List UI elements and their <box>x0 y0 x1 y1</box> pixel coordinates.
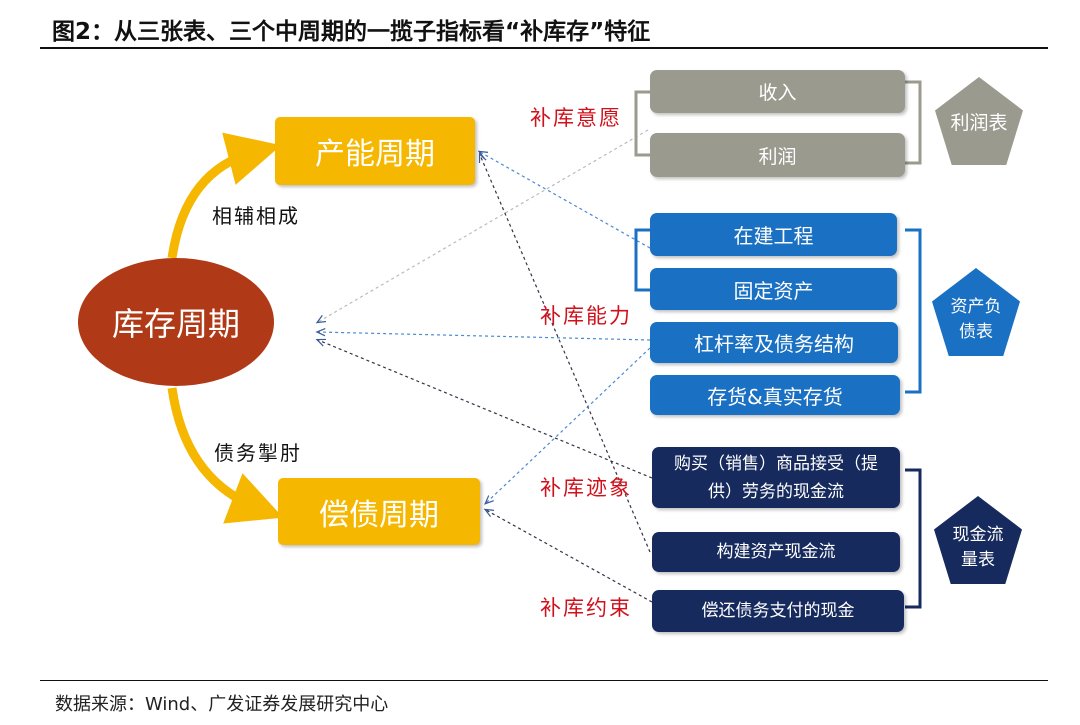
upper-arrow <box>167 132 282 259</box>
signal-evidence: 补库迹象 <box>540 476 632 500</box>
relation-upper: 相辅相成 <box>212 204 300 228</box>
balance-left-bracket <box>634 228 650 292</box>
dash-line <box>486 347 651 503</box>
cashflow-statement-pentagon: 现金流量表 <box>934 496 1022 584</box>
dash-line <box>480 152 651 249</box>
income-statement-label: 利润表 <box>950 111 1008 134</box>
cashflow-statement-label: 现金流量表 <box>952 525 1004 570</box>
inventory-cycle-node: 库存周期 <box>78 258 274 386</box>
dash-line <box>318 340 653 479</box>
capacity-cycle-node: 产能周期 <box>275 117 475 185</box>
cashflow-item: 购买（销售）商品接受（提供）劳务的现金流 <box>652 447 900 508</box>
balance-item: 杠杆率及债务结构 <box>650 322 898 363</box>
signal-willingness: 补库意愿 <box>530 106 622 130</box>
balance-item: 存货&真实存货 <box>650 375 900 415</box>
source-note: 数据来源：Wind、广发证券发展研究中心 <box>55 694 389 715</box>
cashflow-right-bracket <box>905 468 922 609</box>
cashflow-item: 构建资产现金流 <box>652 532 900 572</box>
figure-title: 图2：从三张表、三个中周期的一揽子指标看“补库存”特征 <box>52 19 651 45</box>
balance-right-bracket <box>905 228 922 394</box>
signal-capacity: 补库能力 <box>540 304 632 328</box>
balance-sheet-label: 资产负债表 <box>950 297 1002 342</box>
relation-lower: 债务掣肘 <box>214 441 302 465</box>
debt-cycle-node: 偿债周期 <box>278 478 480 545</box>
dash-line <box>318 332 651 341</box>
footer-rule <box>40 680 1048 681</box>
balance-item: 在建工程 <box>650 213 897 256</box>
lower-arrow <box>167 387 284 524</box>
balance-item: 固定资产 <box>650 268 897 310</box>
income-item: 利润 <box>650 133 905 177</box>
cashflow-item: 偿还债务支付的现金 <box>652 590 904 632</box>
dash-line <box>486 510 653 603</box>
income-left-bracket <box>634 90 650 157</box>
income-right-bracket <box>905 80 922 165</box>
signal-constraint: 补库约束 <box>540 596 632 620</box>
income-item: 收入 <box>650 70 905 113</box>
title-rule <box>40 47 1048 49</box>
dash-line <box>318 129 649 322</box>
